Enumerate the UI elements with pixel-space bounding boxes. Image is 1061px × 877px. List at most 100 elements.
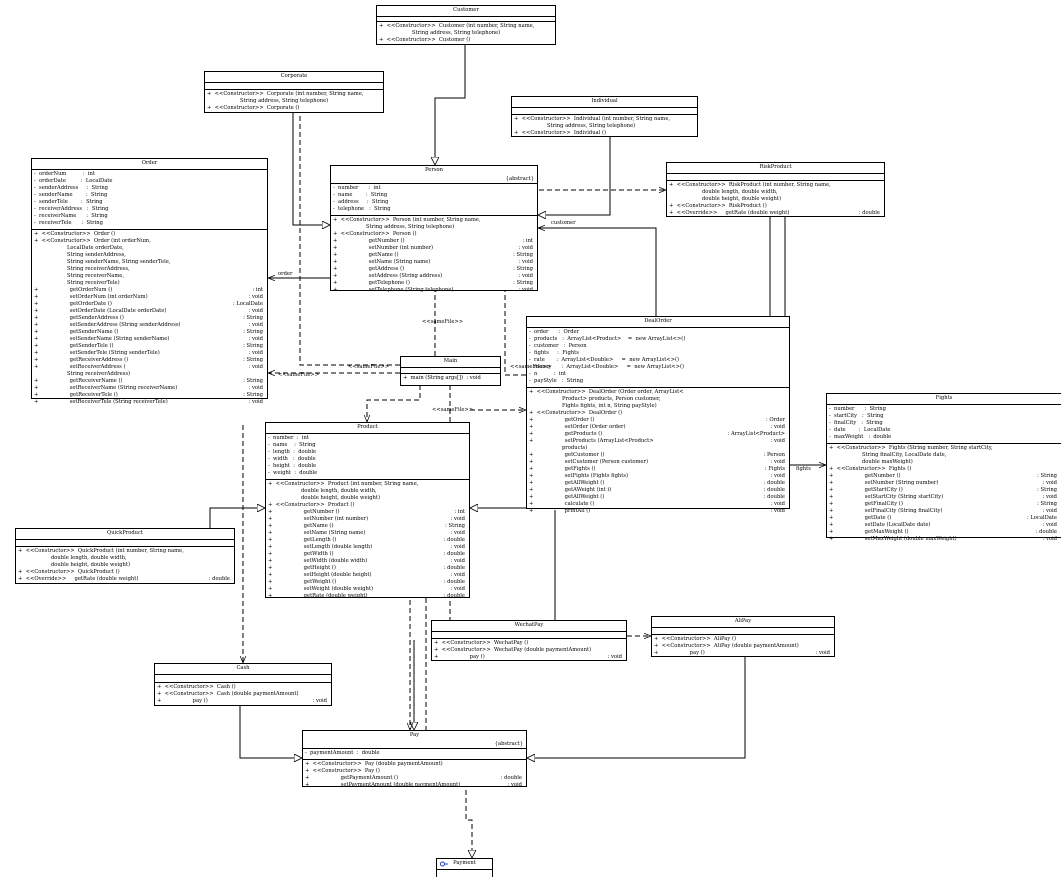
member-signature: double length, double width,: [268, 488, 377, 494]
class-operation-row: String finalCity, LocalDate date,: [829, 452, 1059, 459]
member-signature: - number : int: [268, 435, 309, 441]
class-operation-row: + setOrderNum (int orderNum): void: [34, 294, 265, 301]
member-signature: - name : String: [268, 442, 316, 448]
member-signature: + <<Constructor>> Fights (String number,…: [829, 445, 993, 451]
class-attribute-row: - startCity : String: [829, 413, 1059, 420]
label-samefile-3: <<sameFile>>: [278, 372, 320, 378]
member-signature: - receiverTele : String: [34, 220, 103, 226]
class-product[interactable]: Product - number : int- name : String- l…: [265, 422, 470, 599]
class-main[interactable]: Main + main (String args[]) : void: [400, 356, 501, 386]
class-alipay[interactable]: AliPay + <<Constructor>> AliPay ()+ <<Co…: [651, 616, 835, 657]
member-signature: + <<Constructor>> Cash (double paymentAm…: [157, 691, 299, 697]
class-wechatpay[interactable]: WechatPay + <<Constructor>> WechatPay ()…: [431, 620, 627, 661]
edge-alipay-pay: [527, 656, 746, 758]
class-operation-row: + pay (): void: [434, 654, 624, 661]
member-signature: + setPaymentAmount (double paymentAmount…: [305, 782, 461, 788]
class-quickproduct[interactable]: QuickProduct + <<Constructor>> QuickProd…: [15, 528, 235, 584]
member-type: : String: [445, 523, 465, 529]
interface-payment[interactable]: Payment: [436, 858, 493, 877]
member-signature: + getNumber (): [268, 509, 340, 515]
class-attribute-row: - products : ArrayList<Product> = new Ar…: [529, 336, 787, 343]
class-operation-row: + getReceiverAddress (): String: [34, 357, 265, 364]
member-signature: + <<Constructor>> Pay (double paymentAmo…: [305, 761, 443, 767]
class-pay[interactable]: Pay{abstract} - paymentAmount : double +…: [302, 730, 527, 788]
class-operation-row: String address, String telephone): [207, 98, 381, 105]
class-operation-row: + <<Constructor>> Fights (String number,…: [829, 445, 1059, 452]
class-operation-row: + setDate (LocalDate date): void: [829, 522, 1059, 529]
member-signature: + getReceiverTele (): [34, 392, 118, 398]
member-type: : void: [450, 586, 465, 592]
member-type: : double: [763, 494, 785, 500]
member-type: : double: [1035, 529, 1057, 535]
class-fights[interactable]: Fights - number : String- startCity : St…: [826, 393, 1061, 542]
class-operation-row: + <<Override>> getRate (double weight) : …: [18, 576, 232, 583]
class-operation-row: + getReceiverTele (): String: [34, 392, 265, 399]
member-type: : void: [770, 501, 785, 507]
member-type: : void: [607, 654, 622, 660]
class-riskproduct[interactable]: RiskProduct + <<Constructor>> RiskProduc…: [666, 162, 885, 217]
class-title: Main: [401, 357, 500, 368]
class-corporate[interactable]: Corporate + <<Constructor>> Corporate (i…: [204, 71, 384, 113]
member-signature: + calculate (): [529, 501, 595, 507]
member-signature: + setOrderNum (int orderNum): [34, 294, 148, 300]
member-type: : double: [208, 576, 230, 582]
class-attribute-row: - paymentAmount : double: [305, 750, 524, 757]
member-signature: + setFights (Fights fights): [529, 473, 629, 479]
class-customer[interactable]: Customer + <<Constructor>> Customer (int…: [376, 5, 556, 45]
member-signature: + <<Override>> getRate (double weight): [18, 576, 139, 582]
member-signature: + setLength (double length): [268, 544, 373, 550]
member-type: : void: [248, 336, 263, 342]
member-signature: + <<Constructor>> Individual (): [514, 130, 606, 136]
class-operation-row: String receiverName,: [34, 273, 265, 280]
class-dealorder[interactable]: DealOrder - order : Order- products : Ar…: [526, 316, 790, 514]
class-attribute-row: - payStyle : String: [529, 378, 787, 385]
member-signature: - telephone : String: [333, 206, 391, 212]
class-operation-row: + setAddress (String address): void: [333, 273, 535, 280]
class-operation-row: + getLength (): double: [268, 537, 467, 544]
member-signature: + getOrder (): [529, 417, 595, 423]
member-signature: + getMaxWeight (): [829, 529, 909, 535]
edge-dealorder-person: [538, 228, 657, 316]
member-signature: + getProducts (): [529, 431, 603, 437]
member-signature: String receiverAddress,: [34, 266, 130, 272]
class-operation-row: products): [529, 445, 787, 452]
abstract-stereotype: {abstract}: [505, 176, 534, 182]
member-signature: + <<Constructor>> RiskProduct (int numbe…: [669, 182, 831, 188]
member-signature: - products : ArrayList<Product> = new Ar…: [529, 336, 686, 342]
class-cash[interactable]: Cash + <<Constructor>> Cash ()+ <<Constr…: [154, 663, 332, 706]
class-order[interactable]: Order - orderNum : int- orderDate : Loca…: [31, 158, 268, 405]
class-operation-row: + <<Constructor>> Corporate (int number,…: [207, 91, 381, 98]
member-type: : double: [500, 775, 522, 781]
class-operation-row: + getOrder (): Order: [529, 417, 787, 424]
member-signature: double height, double weight): [669, 196, 781, 202]
member-signature: + <<Constructor>> Cash (): [157, 684, 236, 690]
class-operation-row: + setProducts (ArrayList<Product>: void: [529, 438, 787, 445]
class-operation-row: + <<Constructor>> RiskProduct (): [669, 203, 882, 210]
class-title: RiskProduct: [667, 163, 884, 174]
class-operation-row: + setFinalCity (String finalCity): void: [829, 508, 1059, 515]
class-operation-row: + getSenderTele (): String: [34, 343, 265, 350]
class-attribute-row: - order : Order: [529, 329, 787, 336]
class-individual[interactable]: Individual + <<Constructor>> Individual …: [511, 96, 698, 137]
member-type: : void: [450, 572, 465, 578]
class-operation-row: + <<Constructor>> Pay (): [305, 768, 524, 775]
member-signature: double height, double weight): [18, 562, 130, 568]
class-operation-row: double height, double weight): [669, 196, 882, 203]
class-operation-row: + setName (String name): void: [268, 530, 467, 537]
member-signature: + setSenderTele (String senderTele): [34, 350, 160, 356]
class-operation-row: + getName (): String: [333, 252, 535, 259]
member-signature: + setName (String name): [268, 530, 366, 536]
member-type: : void: [248, 308, 263, 314]
class-attribute-row: - money : ArrayList<Double> = new ArrayL…: [529, 364, 787, 371]
member-signature: + setDate (LocalDate date): [829, 522, 931, 528]
class-operation-row: + getStartCity (): String: [829, 487, 1059, 494]
class-operation-row: Fights fights, int n, String payStyle): [529, 403, 787, 410]
class-person[interactable]: Person{abstract} - number : int- name : …: [330, 165, 538, 293]
class-attributes: - number : int- name : String- address :…: [331, 184, 537, 216]
class-operation-row: double maxWeight): [829, 459, 1059, 466]
member-signature: + setReceiverName (String receiverName): [34, 385, 178, 391]
member-signature: String finalCity, LocalDate date,: [829, 452, 947, 458]
member-type: : void: [1042, 494, 1057, 500]
member-type: : void: [518, 273, 533, 279]
